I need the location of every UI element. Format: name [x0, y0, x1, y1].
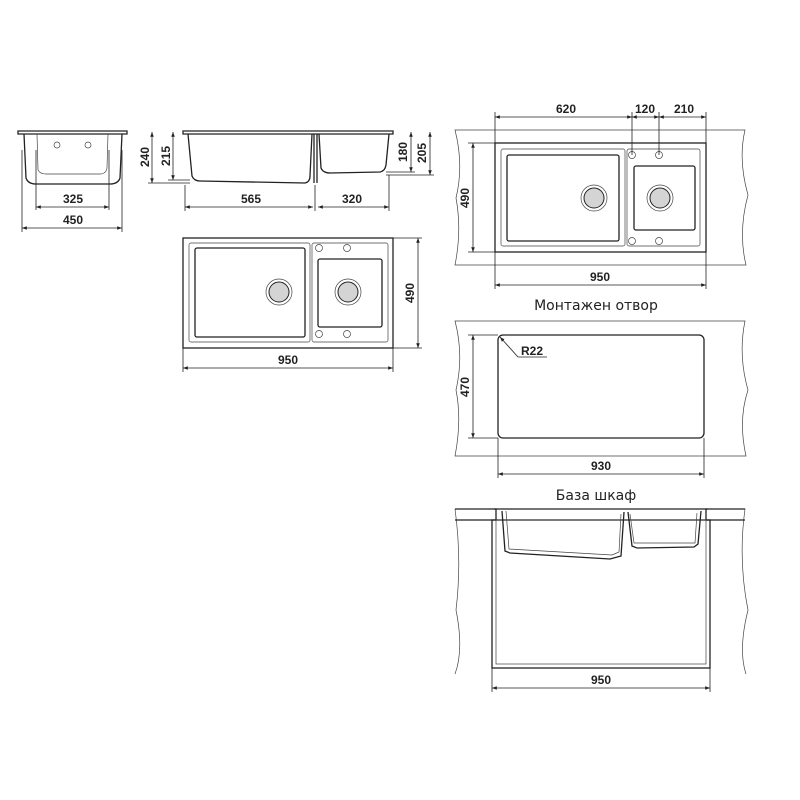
dim-620: 620 — [556, 102, 576, 116]
cutout-view: Монтажен отвор R22 470 930 — [454, 298, 749, 478]
dim-210: 210 — [674, 102, 694, 116]
radius-label: R22 — [521, 344, 543, 358]
dim-470: 470 — [458, 377, 472, 397]
cutout-title: Монтажен отвор — [534, 298, 658, 314]
front-view: 240 215 180 205 565 320 — [138, 130, 434, 211]
dim-490-installation: 490 — [458, 188, 472, 208]
dim-180: 180 — [396, 142, 410, 162]
dim-325: 325 — [63, 192, 83, 206]
dim-240: 240 — [138, 147, 152, 167]
dim-120: 120 — [635, 102, 655, 116]
dim-930: 930 — [591, 459, 611, 473]
cabinet-view: База шкаф 950 — [454, 488, 749, 692]
top-view: 490 950 — [182, 237, 422, 372]
dim-320: 320 — [342, 192, 362, 206]
side-view: 325 450 — [17, 130, 128, 232]
dim-565: 565 — [241, 192, 261, 206]
cabinet-title: База шкаф — [556, 488, 637, 504]
dim-215: 215 — [159, 146, 173, 166]
dim-950: 950 — [278, 353, 298, 367]
dim-950-installation: 950 — [590, 270, 610, 284]
dim-450: 450 — [63, 213, 83, 227]
dim-950-cabinet: 950 — [591, 673, 611, 687]
dim-490: 490 — [403, 283, 417, 303]
dim-205: 205 — [415, 143, 429, 163]
installation-view: 620 120 210 490 950 — [454, 102, 749, 289]
